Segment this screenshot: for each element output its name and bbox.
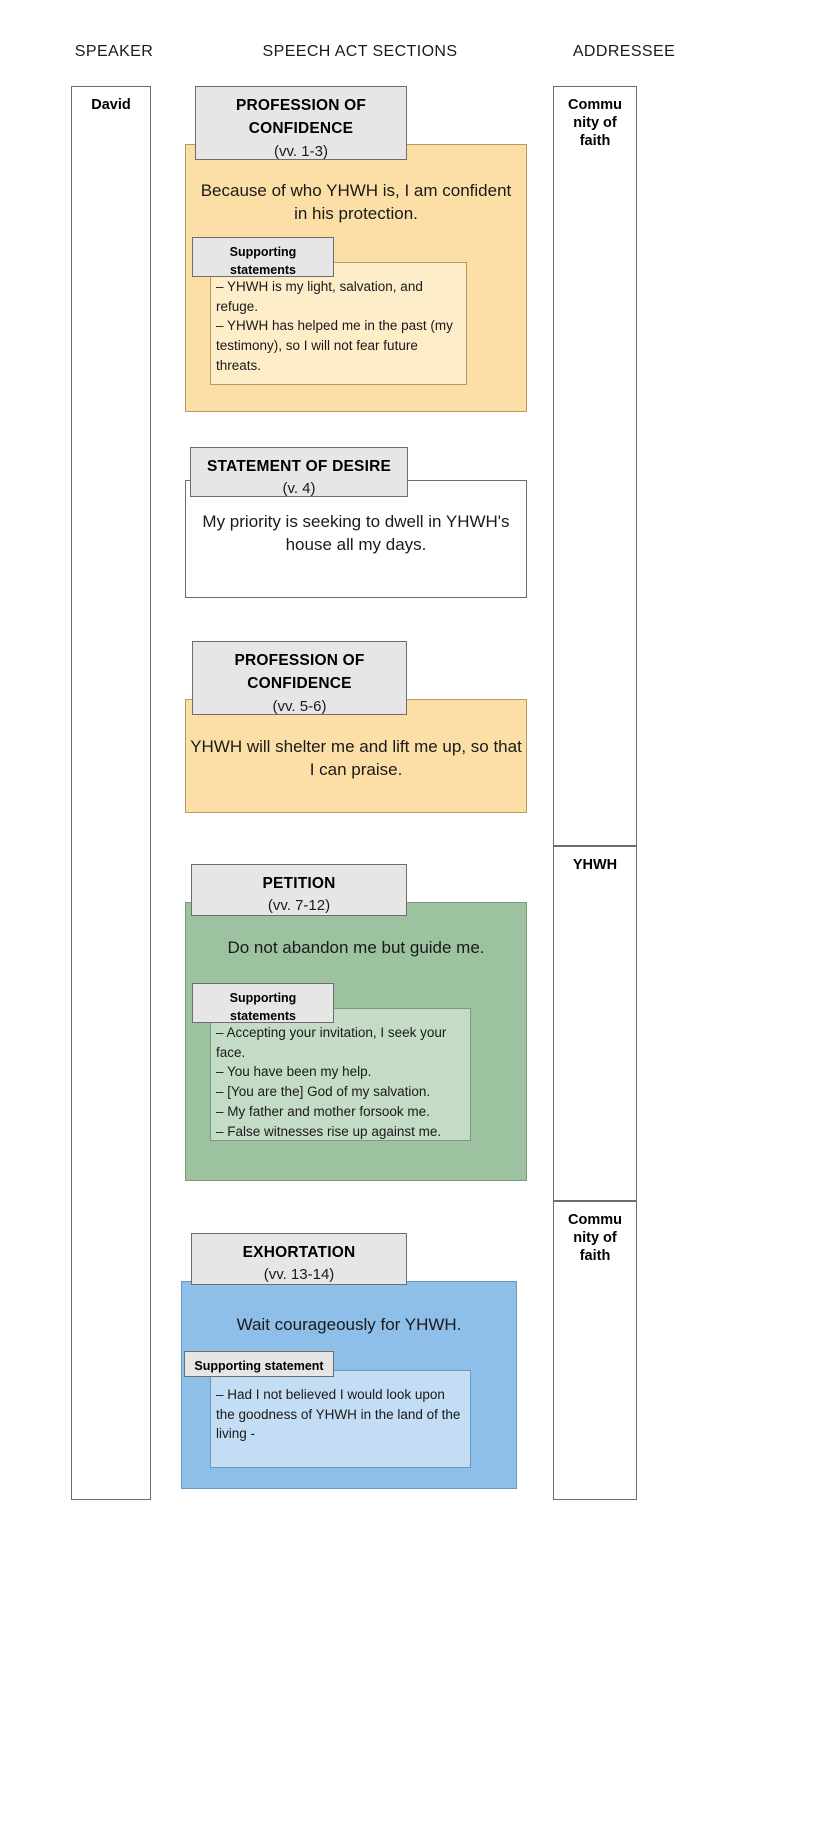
section-title-tab[interactable]: PETITION (vv. 7-12) xyxy=(191,864,407,916)
section-title-tab[interactable]: STATEMENT OF DESIRE (v. 4) xyxy=(190,447,408,497)
addressee-lane-community-faith-2: Commu nity of faith xyxy=(553,1201,637,1500)
section-verses: (v. 4) xyxy=(282,480,316,498)
section-title-tab[interactable]: PROFESSION OF CONFIDENCE (vv. 1-3) xyxy=(195,86,407,160)
supporting-statements-list: – Accepting your invitation, I seek your… xyxy=(216,1023,466,1141)
column-header-speaker: SPEAKER xyxy=(74,43,154,60)
section-title-tab[interactable]: PROFESSION OF CONFIDENCE (vv. 5-6) xyxy=(192,641,407,715)
section-main-claim: Wait courageously for YHWH. xyxy=(236,1315,462,1334)
supporting-statement-item: – Had I not believed I would look upon t… xyxy=(216,1387,461,1442)
section-main-claim: Because of who YHWH is, I am confident i… xyxy=(200,181,512,224)
section-verses: (vv. 7-12) xyxy=(267,897,331,915)
section-title-line2: CONFIDENCE xyxy=(247,675,352,693)
column-header-sections: SPEECH ACT SECTIONS xyxy=(262,43,458,60)
supporting-statement-item: – [You are the] God of my salvation. xyxy=(216,1084,431,1100)
addressee-label: Commu nity of faith xyxy=(568,1212,622,1265)
speaker-label: David xyxy=(91,97,131,113)
section-title-line1: STATEMENT OF DESIRE xyxy=(206,458,392,475)
supporting-tab-line1: Supporting statement xyxy=(194,1359,324,1373)
supporting-statements-box xyxy=(210,1008,471,1141)
section-title-tab[interactable]: EXHORTATION (vv. 13-14) xyxy=(191,1233,407,1285)
supporting-tab-line1: Supporting xyxy=(229,245,297,259)
column-header-addressee: ADDRESSEE xyxy=(572,43,676,60)
supporting-statement-item: – YHWH has helped me in the past (my tes… xyxy=(216,318,453,373)
section-title-line1: EXHORTATION xyxy=(242,1244,356,1261)
supporting-statement-item: – Accepting your invitation, I seek your… xyxy=(216,1025,447,1060)
addressee-label: YHWH xyxy=(572,857,618,873)
supporting-tab-line2: statements xyxy=(230,1009,296,1024)
supporting-tab-line1: Supporting xyxy=(229,991,297,1005)
supporting-statements-tab[interactable]: Supporting statement xyxy=(184,1351,334,1377)
section-verses: (vv. 1-3) xyxy=(274,142,328,160)
section-body-box xyxy=(185,699,527,813)
section-main-claim: YHWH will shelter me and lift me up, so … xyxy=(190,737,522,780)
section-verses: (vv. 13-14) xyxy=(263,1266,335,1284)
supporting-statements-box xyxy=(210,262,467,385)
addressee-lane-community-faith-1: Commu nity of faith xyxy=(553,86,637,846)
section-main-claim: My priority is seeking to dwell in YHWH'… xyxy=(202,512,510,555)
supporting-statements-box xyxy=(210,1370,471,1468)
supporting-statement-item: – My father and mother forsook me. xyxy=(216,1103,430,1119)
section-main-claim: Do not abandon me but guide me. xyxy=(227,938,485,957)
supporting-statement-item: – False witnesses rise up against me. xyxy=(216,1123,442,1139)
supporting-statement-item: – You have been my help. xyxy=(216,1064,372,1080)
supporting-statement-item: – YHWH is my light, salvation, and refug… xyxy=(216,279,423,314)
section-title-line1: PROFESSION OF xyxy=(234,652,365,669)
section-title-line2: CONFIDENCE xyxy=(248,120,354,138)
section-title-line1: PETITION xyxy=(262,875,336,892)
section-title-line1: PROFESSION OF xyxy=(235,97,367,114)
addressee-lane-yhwh: YHWH xyxy=(553,846,637,1201)
supporting-statements-list: – YHWH is my light, salvation, and refug… xyxy=(216,277,462,376)
supporting-statements-tab[interactable]: Supporting statements xyxy=(192,983,334,1023)
supporting-tab-line2: statements xyxy=(230,263,296,278)
supporting-statements-list: – Had I not believed I would look upon t… xyxy=(216,1385,464,1444)
addressee-label: Commu nity of faith xyxy=(568,97,622,150)
supporting-statements-tab[interactable]: Supporting statements xyxy=(192,237,334,277)
section-verses: (vv. 5-6) xyxy=(272,697,327,715)
speaker-lane: David xyxy=(71,86,151,1500)
section-body-box xyxy=(185,480,527,598)
